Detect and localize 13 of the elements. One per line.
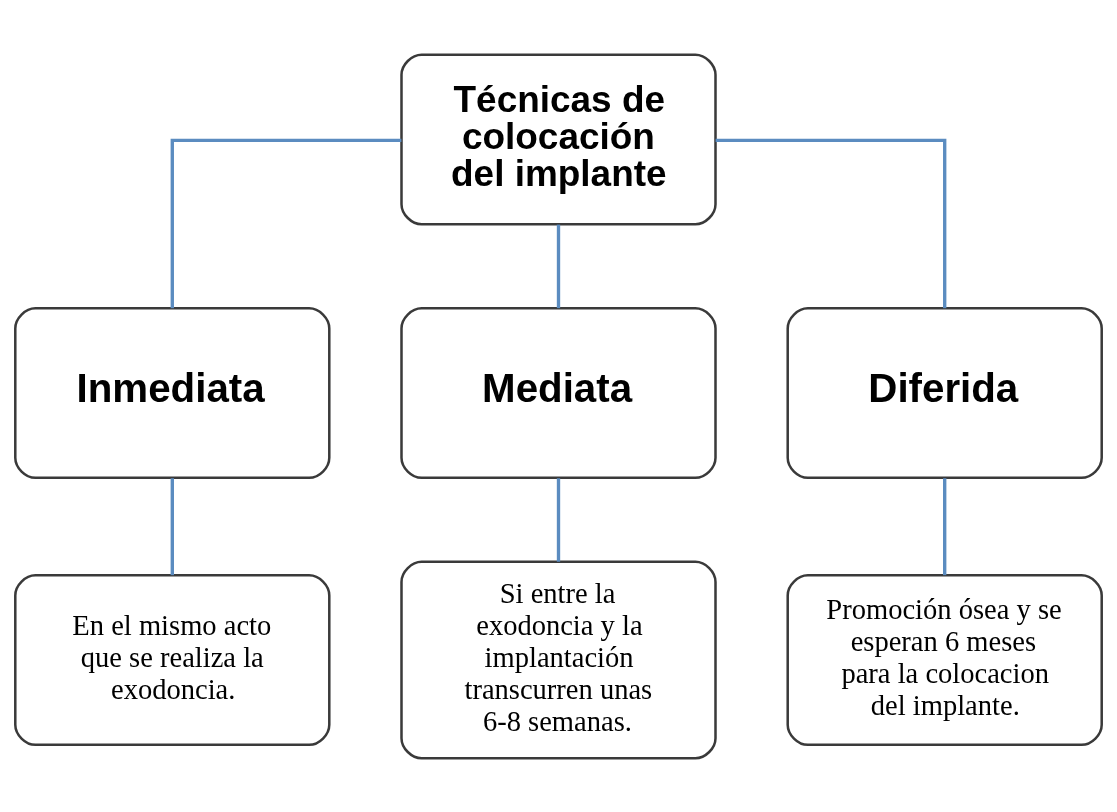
connector	[170, 477, 174, 575]
node-box: Inmediata	[14, 306, 331, 479]
connector	[943, 477, 947, 575]
connector	[715, 138, 947, 308]
connector	[556, 224, 561, 308]
connector	[556, 477, 561, 562]
node-box: Si entre la exodoncia y la implantación transcurren unas 6-8 semanas.	[400, 560, 717, 760]
node-box: En el mismo acto que se realiza la exodoncia.	[14, 573, 331, 746]
node-box: Promoción ósea y se esperan 6 meses para la colocacion del implante.	[786, 573, 1103, 746]
node-box: Mediata	[400, 306, 717, 479]
connector	[170, 138, 402, 308]
node-box: Diferida	[786, 306, 1103, 479]
node-box: Técnicas de colocación del implante	[400, 52, 717, 226]
